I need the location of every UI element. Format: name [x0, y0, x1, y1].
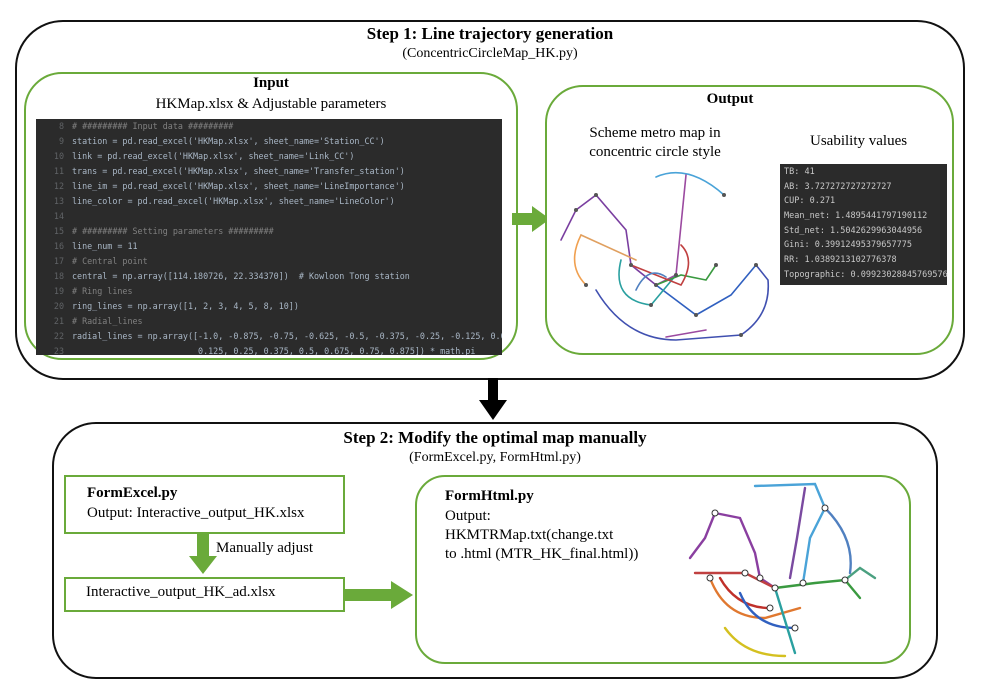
code-line: 16 line_num = 11: [36, 239, 502, 254]
code-text: # Ring lines: [72, 286, 133, 296]
step1-script: (ConcentricCircleMap_HK.py): [402, 46, 578, 61]
final-metro-map: [688, 482, 877, 658]
code-line: 8 # ######### Input data #########: [36, 119, 502, 134]
code-line: 11 trans = pd.read_excel('HKMap.xlsx', sh…: [36, 164, 502, 179]
formhtml-box: [415, 475, 911, 664]
arrow-right-step2: [343, 581, 413, 609]
code-text: trans = pd.read_excel('HKMap.xlsx', shee…: [72, 166, 405, 176]
line-number: 8: [58, 121, 64, 131]
step1-title: Step 1: Line trajectory generation: [366, 24, 614, 43]
concentric-metro-map: [560, 171, 770, 341]
adjusted-file-box: [64, 577, 345, 612]
code-line: 15 # ######### Setting parameters #######…: [36, 224, 502, 239]
code-text: ring_lines = np.array([1, 2, 3, 4, 5, 8,…: [72, 301, 299, 311]
arrow-down-manual: [189, 532, 217, 574]
formhtml-output-label: Output:: [445, 508, 491, 524]
line-number: 21: [53, 316, 64, 326]
usability-title: Usability values: [810, 133, 908, 149]
code-text: line_color = pd.read_excel('HKMap.xlsx',…: [72, 196, 395, 206]
formhtml-title: FormHtml.py: [445, 488, 534, 504]
arrow-down-step: [479, 378, 507, 420]
code-line: 23 0.125, 0.25, 0.375, 0.5, 0.675, 0.75,…: [36, 344, 502, 355]
step2-title: Step 2: Modify the optimal map manually: [343, 428, 647, 447]
code-text: line_im = pd.read_excel('HKMap.xlsx', sh…: [72, 181, 405, 191]
code-line: 14: [36, 209, 502, 224]
usability-value: CUP: 0.271: [784, 196, 836, 207]
output-title: Output: [706, 91, 754, 107]
line-number: 17: [53, 256, 64, 266]
line-number: 9: [58, 136, 64, 146]
line-number: 23: [53, 346, 64, 355]
input-title: Input: [253, 75, 289, 91]
code-text: # Radial_lines: [72, 316, 143, 326]
line-number: 14: [53, 211, 64, 221]
usability-value: Topographic: 0.09923028845769576: [784, 269, 948, 280]
code-line: 20 ring_lines = np.array([1, 2, 3, 4, 5, …: [36, 299, 502, 314]
code-line: 13 line_color = pd.read_excel('HKMap.xlsx…: [36, 194, 502, 209]
line-number: 12: [53, 181, 64, 191]
code-line: 17 # Central point: [36, 254, 502, 269]
code-text: # ######### Setting parameters #########: [72, 226, 274, 236]
step2-scripts: (FormExcel.py, FormHtml.py): [409, 450, 581, 465]
code-text: # ######### Input data #########: [72, 121, 234, 131]
line-number: 13: [53, 196, 64, 206]
line-number: 11: [53, 166, 64, 176]
code-line: 10 link = pd.read_excel('HKMap.xlsx', she…: [36, 149, 502, 164]
usability-value: Mean_net: 1.4895441797190112: [784, 211, 928, 222]
manual-adjust-label: Manually adjust: [216, 540, 314, 556]
code-text: # Central point: [72, 256, 148, 266]
formexcel-output: Output: Interactive_output_HK.xlsx: [87, 505, 305, 521]
code-line: 22 radial_lines = np.array([-1.0, -0.875,…: [36, 329, 502, 344]
code-line: 9 station = pd.read_excel('HKMap.xlsx', s…: [36, 134, 502, 149]
code-line: 21 # Radial_lines: [36, 314, 502, 329]
usability-value: Gini: 0.39912495379657775: [784, 240, 912, 251]
line-number: 18: [53, 271, 64, 281]
code-text: line_num = 11: [72, 241, 138, 251]
code-text: radial_lines = np.array([-1.0, -0.875, -…: [72, 331, 502, 341]
line-number: 10: [53, 151, 64, 161]
usability-value: RR: 1.0389213102776378: [784, 255, 897, 266]
code-editor: 8 # ######### Input data ######### 9 statio…: [36, 119, 502, 355]
code-line: 19 # Ring lines: [36, 284, 502, 299]
line-number: 15: [53, 226, 64, 236]
usability-value: AB: 3.727272727272727: [784, 181, 892, 192]
code-text: 0.125, 0.25, 0.375, 0.5, 0.675, 0.75, 0.…: [72, 346, 476, 355]
code-text: central = np.array([114.180726, 22.33437…: [72, 271, 410, 281]
formhtml-line2: to .html (MTR_HK_final.html)): [445, 546, 639, 562]
code-text: link = pd.read_excel('HKMap.xlsx', sheet…: [72, 151, 355, 161]
line-number: 22: [53, 331, 64, 341]
code-text: station = pd.read_excel('HKMap.xlsx', sh…: [72, 136, 385, 146]
input-subtitle: HKMap.xlsx & Adjustable parameters: [155, 96, 387, 112]
formexcel-title: FormExcel.py: [87, 485, 178, 501]
code-line: 18 central = np.array([114.180726, 22.334…: [36, 269, 502, 284]
line-number: 20: [53, 301, 64, 311]
line-number: 16: [53, 241, 64, 251]
usability-value: Std_net: 1.5042629963044956: [784, 225, 923, 236]
formhtml-line1: HKMTRMap.txt(change.txt: [445, 527, 614, 543]
usability-value: TB: 41: [784, 167, 815, 177]
map-caption: Scheme metro map in concentric circle st…: [589, 125, 721, 160]
adjusted-file-label: Interactive_output_HK_ad.xlsx: [86, 584, 276, 600]
code-line: 12 line_im = pd.read_excel('HKMap.xlsx', …: [36, 179, 502, 194]
arrow-right-step1: [512, 206, 550, 232]
line-number: 19: [53, 286, 64, 296]
